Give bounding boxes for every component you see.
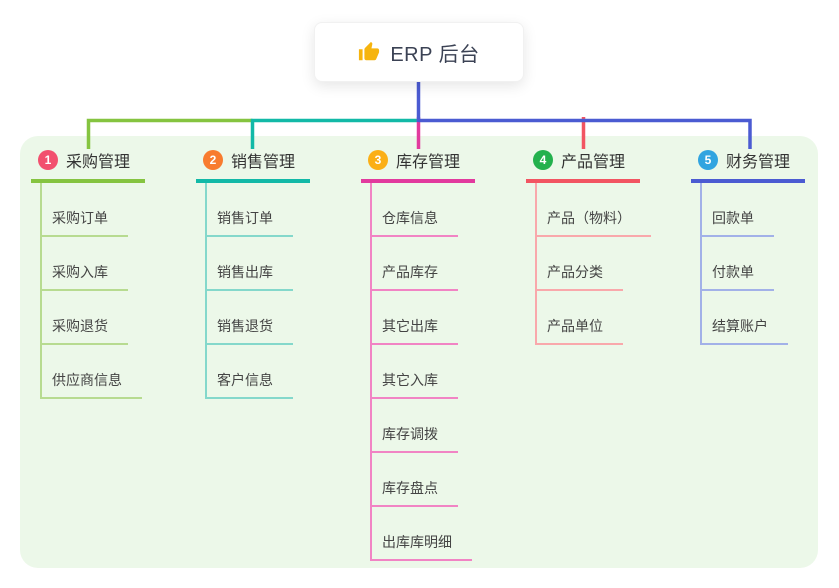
branch-number-badge: 4	[533, 150, 553, 170]
mindmap-item[interactable]: 库存盘点	[372, 453, 518, 507]
mindmap-item-label: 结算账户	[702, 316, 788, 345]
mindmap-item-label: 采购退货	[42, 316, 128, 345]
branch-node[interactable]: 2 销售管理	[196, 148, 310, 183]
mindmap-item-label: 销售订单	[207, 208, 293, 237]
mindmap-item-label: 仓库信息	[372, 208, 458, 237]
mindmap-item-label: 销售退货	[207, 316, 293, 345]
mindmap-item[interactable]: 采购订单	[42, 183, 188, 237]
branch-node[interactable]: 1 采购管理	[31, 148, 145, 183]
mindmap-item[interactable]: 库存调拨	[372, 399, 518, 453]
mindmap-item[interactable]: 结算账户	[702, 291, 839, 345]
branch-item-list: 采购订单采购入库采购退货供应商信息	[40, 183, 188, 399]
mindmap-item-label: 客户信息	[207, 370, 293, 399]
mindmap-item-label: 付款单	[702, 262, 774, 291]
branch-number-badge: 3	[368, 150, 388, 170]
mindmap-item[interactable]: 供应商信息	[42, 345, 188, 399]
branch-item-list: 产品（物料） 产品分类产品单位	[535, 183, 683, 345]
mindmap-item-label: 库存调拨	[372, 424, 458, 453]
mindmap-branch: 2 销售管理 销售订单销售出库销售退货客户信息	[188, 148, 353, 399]
branch-node[interactable]: 4 产品管理	[526, 148, 640, 183]
mindmap-branch: 1 采购管理 采购订单采购入库采购退货供应商信息	[23, 148, 188, 399]
branch-node[interactable]: 3 库存管理	[361, 148, 475, 183]
mindmap-branch: 3 库存管理 仓库信息产品库存其它出库其它入库库存调拨库存盘点出库库明细	[353, 148, 518, 561]
mindmap-item[interactable]: 产品分类	[537, 237, 683, 291]
mindmap-item-label: 其它出库	[372, 316, 458, 345]
mindmap-item-label: 回款单	[702, 208, 774, 237]
mindmap-item[interactable]: 客户信息	[207, 345, 353, 399]
mindmap-item-label: 销售出库	[207, 262, 293, 291]
mindmap-item[interactable]: 仓库信息	[372, 183, 518, 237]
mindmap-item-label: 采购入库	[42, 262, 128, 291]
branch-node-label: 库存管理	[396, 154, 461, 171]
mindmap-item[interactable]: 出库库明细	[372, 507, 518, 561]
mindmap-item[interactable]: 销售退货	[207, 291, 353, 345]
mindmap-item-label: 采购订单	[42, 208, 128, 237]
branch-node-label: 产品管理	[561, 154, 626, 171]
mindmap-panel	[20, 136, 818, 568]
mindmap-item[interactable]: 回款单	[702, 183, 839, 237]
mindmap-item-label: 产品单位	[537, 316, 623, 345]
mindmap-item[interactable]: 其它出库	[372, 291, 518, 345]
mindmap-item-label: 出库库明细	[372, 532, 472, 561]
mindmap-item-label: 其它入库	[372, 370, 458, 399]
branch-item-list: 回款单付款单结算账户	[700, 183, 839, 345]
mindmap-item[interactable]: 产品库存	[372, 237, 518, 291]
mindmap-item[interactable]: 销售出库	[207, 237, 353, 291]
branch-number-badge: 1	[38, 150, 58, 170]
mindmap-item[interactable]: 采购退货	[42, 291, 188, 345]
mindmap-item[interactable]: 付款单	[702, 237, 839, 291]
mindmap-branch: 5 财务管理 回款单付款单结算账户	[683, 148, 839, 345]
mindmap-item-label: 产品（物料）	[537, 208, 651, 237]
branch-number-badge: 2	[203, 150, 223, 170]
branch-item-list: 仓库信息产品库存其它出库其它入库库存调拨库存盘点出库库明细	[370, 183, 518, 561]
mindmap-item[interactable]: 产品单位	[537, 291, 683, 345]
root-node-label: ERP 后台	[390, 43, 480, 66]
mindmap-item-label: 供应商信息	[42, 370, 142, 399]
root-node[interactable]: ERP 后台	[314, 22, 524, 82]
thumbs-up-icon	[358, 41, 380, 63]
mindmap-item[interactable]: 销售订单	[207, 183, 353, 237]
mindmap-item-label: 产品库存	[372, 262, 458, 291]
mindmap-item-label: 产品分类	[537, 262, 623, 291]
branch-item-list: 销售订单销售出库销售退货客户信息	[205, 183, 353, 399]
branch-node-label: 财务管理	[726, 154, 791, 171]
branch-node-label: 采购管理	[66, 154, 131, 171]
mindmap-branch: 4 产品管理 产品（物料） 产品分类产品单位	[518, 148, 683, 345]
branch-node-label: 销售管理	[231, 154, 296, 171]
mindmap-item[interactable]: 其它入库	[372, 345, 518, 399]
mindmap-item[interactable]: 产品（物料）	[537, 183, 683, 237]
mindmap-item-label: 库存盘点	[372, 478, 458, 507]
mindmap-item[interactable]: 采购入库	[42, 237, 188, 291]
branch-node[interactable]: 5 财务管理	[691, 148, 805, 183]
branch-number-badge: 5	[698, 150, 718, 170]
